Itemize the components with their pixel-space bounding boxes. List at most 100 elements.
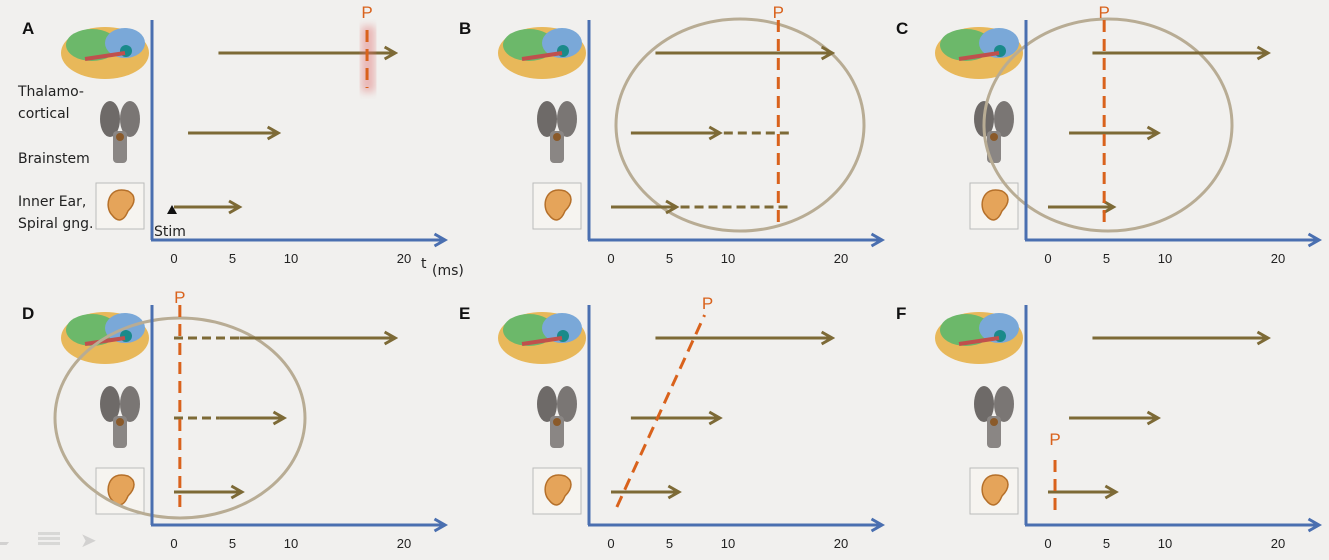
ear-shape [981,474,1009,506]
label-line: Spiral gng. [18,216,93,232]
p-label: P [1049,430,1060,449]
stim-marker-icon [167,205,177,214]
brain-image [61,27,149,79]
frontal-lobe [66,29,118,61]
hemisphere-right [120,101,140,137]
brain-image [935,27,1023,79]
parietal-lobe [979,28,1019,58]
ear-shape [544,474,572,506]
brainstem-image [100,386,140,448]
ear-shape [107,189,135,221]
temporal-band [84,51,126,61]
brain-image [935,312,1023,364]
tick-label: 5 [229,251,236,266]
stim-label: Stim [154,224,186,240]
hemisphere-right [994,101,1014,137]
hemisphere-left [100,101,120,137]
hemisphere-right [557,386,577,422]
tick-label: 10 [284,251,298,266]
axis-unit: (ms) [432,263,464,279]
temporal-band [521,336,563,346]
brainstem-body [550,131,564,163]
brainstem-image [537,386,577,448]
panel-letter: C [896,19,908,38]
panel-letter: F [896,304,906,323]
hemisphere-left [537,101,557,137]
tick-label: 20 [397,251,411,266]
brainstem-image [974,386,1014,448]
ear-image [95,182,145,230]
label-line: cortical [18,106,70,122]
label-line: Inner Ear, [18,194,86,210]
panel-letter: B [459,19,471,38]
label-line: Thalamo- [17,84,84,100]
temporal-band [958,336,1000,346]
frontal-lobe [940,314,992,346]
brainstem-image [974,101,1014,163]
temporal-band [84,336,126,346]
tick-label: 20 [397,536,411,551]
nucleus [116,133,124,141]
tick-label: 20 [1271,536,1285,551]
hemisphere-left [974,386,994,422]
tick-label: 20 [834,251,848,266]
panel-f: F 0 5 10 20 P [896,304,1323,551]
brainstem-image [100,101,140,163]
tick-label: 20 [834,536,848,551]
nucleus [990,418,998,426]
tick-label: 10 [284,536,298,551]
label-inner-ear: Inner Ear, Spiral gng. [18,194,93,232]
temporal-band [958,51,1000,61]
tick-label: 0 [1044,536,1051,551]
ear-shape [544,189,572,221]
tick-label: 20 [1271,251,1285,266]
tick-label: 5 [1103,536,1110,551]
tick-label: 0 [170,251,177,266]
tick-label: 0 [170,536,177,551]
nucleus [553,133,561,141]
focus-circle [53,316,307,520]
frontal-lobe [503,29,555,61]
menu-icon[interactable] [38,532,60,546]
panel-letter: A [22,19,34,38]
p-label: P [702,294,713,313]
tick-label: 5 [666,251,673,266]
brainstem-body [987,416,1001,448]
tick-label: 10 [1158,536,1172,551]
temporal-band [521,51,563,61]
ear-image [532,467,582,515]
parietal-lobe [979,313,1019,343]
nucleus [553,418,561,426]
ear-shape [981,189,1009,221]
ear-image [532,182,582,230]
hemisphere-right [994,386,1014,422]
tick-label: 5 [666,536,673,551]
hemisphere-right [120,386,140,422]
brainstem-image [537,101,577,163]
p-line [615,314,706,508]
tick-label: 5 [229,536,236,551]
p-label: P [1098,3,1109,22]
parietal-lobe [542,28,582,58]
frontal-lobe [940,29,992,61]
ear-image [969,467,1019,515]
focus-circle [614,17,866,233]
frontal-lobe [503,314,555,346]
brainstem-body [113,416,127,448]
tick-label: 5 [1103,251,1110,266]
parietal-lobe [105,28,145,58]
hemisphere-left [100,386,120,422]
panel-letter: E [459,304,470,323]
label-thalamocortical: Thalamo-cortical [17,84,84,122]
tick-label: 10 [721,251,735,266]
brainstem-body [113,131,127,163]
parietal-lobe [542,313,582,343]
next-arrow-icon[interactable]: ➤ [80,530,97,552]
brain-image [498,312,586,364]
tick-label: 0 [607,536,614,551]
hemisphere-left [537,386,557,422]
